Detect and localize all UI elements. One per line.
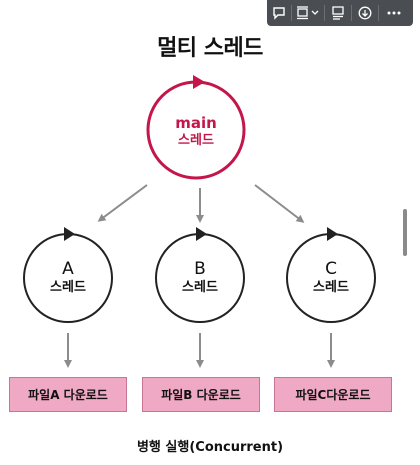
comment-icon bbox=[273, 7, 285, 20]
arrow-main-to-c bbox=[254, 184, 305, 223]
thread-b-name: B bbox=[194, 259, 206, 279]
insert-button[interactable] bbox=[352, 0, 378, 26]
arrow-main-to-a bbox=[97, 184, 148, 222]
align-dropdown-icon bbox=[297, 6, 319, 20]
diagram-title: 멀티 스레드 bbox=[157, 36, 263, 61]
caption-button[interactable] bbox=[325, 0, 351, 26]
thread-a-label: A 스레드 bbox=[28, 259, 108, 297]
diagram-caption: 병행 실행(Concurrent) bbox=[136, 440, 284, 455]
main-thread-name: main bbox=[175, 114, 217, 132]
more-icon bbox=[387, 11, 401, 15]
main-thread-label: main 스레드 bbox=[156, 114, 236, 149]
comment-button[interactable] bbox=[267, 0, 291, 26]
caption-icon bbox=[332, 6, 344, 20]
align-dropdown-button[interactable] bbox=[292, 0, 324, 26]
task-box-b: 파일B 다운로드 bbox=[142, 377, 260, 412]
thread-b-label: B 스레드 bbox=[160, 259, 240, 297]
thread-c-label: C 스레드 bbox=[291, 259, 371, 297]
insert-icon bbox=[358, 6, 372, 20]
thread-c-type: 스레드 bbox=[313, 280, 349, 296]
more-button[interactable] bbox=[379, 0, 409, 26]
task-box-a: 파일A 다운로드 bbox=[9, 377, 127, 412]
task-box-c: 파일C다운로드 bbox=[274, 377, 392, 412]
main-thread-direction-icon bbox=[193, 75, 205, 89]
thread-a-name: A bbox=[62, 259, 74, 279]
main-thread-type: 스레드 bbox=[178, 132, 214, 148]
thread-a-direction-icon bbox=[64, 227, 75, 241]
image-toolbar bbox=[267, 0, 413, 26]
thread-a-type: 스레드 bbox=[50, 280, 86, 296]
thread-b-type: 스레드 bbox=[182, 280, 218, 296]
scrollbar-thumb[interactable] bbox=[403, 209, 407, 256]
thread-b-direction-icon bbox=[196, 227, 207, 241]
thread-c-name: C bbox=[325, 259, 337, 279]
thread-c-direction-icon bbox=[327, 227, 338, 241]
